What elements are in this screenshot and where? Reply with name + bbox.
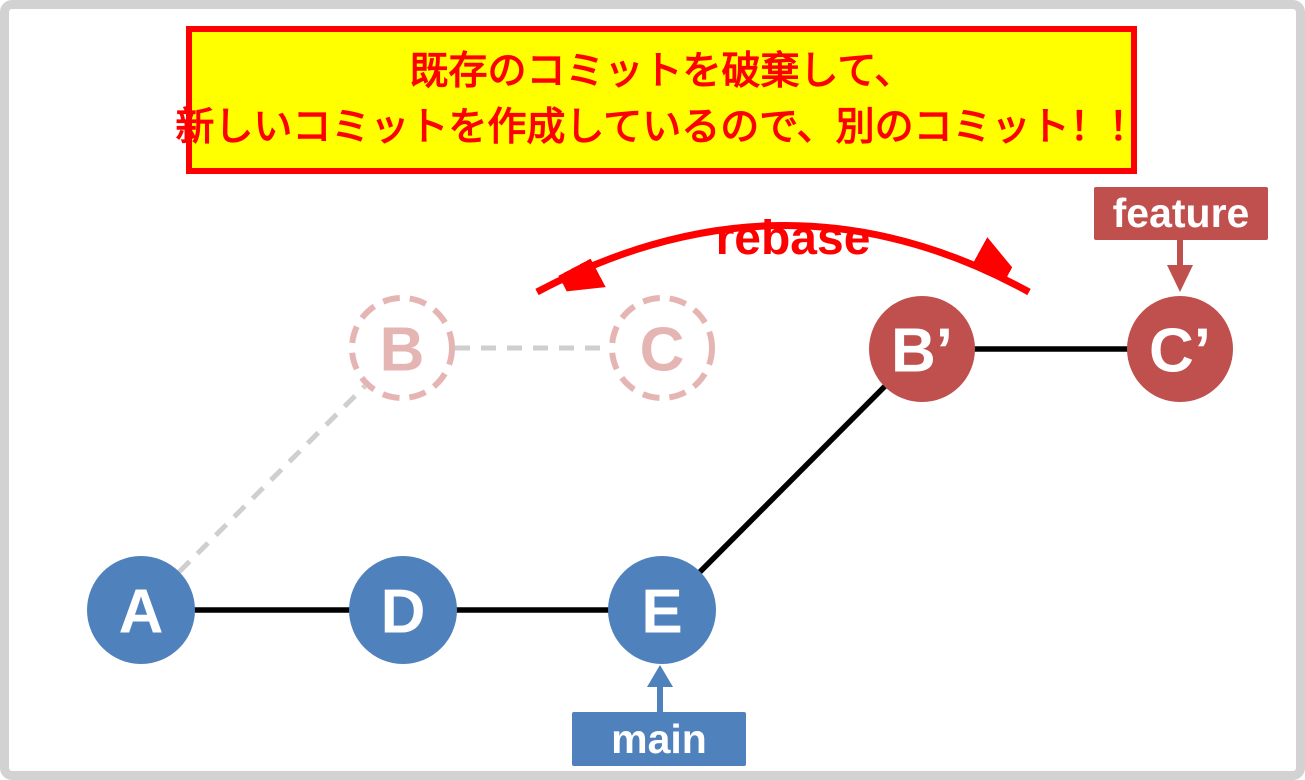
commit-node-new-b bbox=[869, 296, 975, 402]
rebase-label: rebase bbox=[715, 212, 871, 265]
commit-node-a bbox=[87, 556, 195, 664]
commit-label-a: A bbox=[119, 577, 164, 646]
commit-node-d bbox=[349, 556, 457, 664]
callout-banner: 既存のコミットを破棄して、 新しいコミットを作成しているので、別のコミット！！ bbox=[175, 26, 1148, 174]
commit-label-new-b: B’ bbox=[891, 316, 953, 385]
feature-arrow-head bbox=[1167, 265, 1193, 292]
commit-graph: B C A D E B’ C’ bbox=[87, 222, 1233, 712]
commit-node-e bbox=[608, 556, 716, 664]
commit-label-d: D bbox=[381, 577, 426, 646]
commit-label-new-c: C’ bbox=[1149, 316, 1211, 385]
commit-node-old-b bbox=[349, 295, 455, 401]
main-branch-tag: main bbox=[572, 712, 746, 766]
edge-a-to-old-b bbox=[177, 384, 367, 574]
commit-label-e: E bbox=[641, 577, 682, 646]
rebase-arrow bbox=[535, 222, 1031, 293]
edge-e-to-new-b bbox=[660, 347, 924, 612]
commit-label-old-b: B bbox=[380, 315, 425, 384]
banner-line-1: 既存のコミットを破棄して、 bbox=[409, 50, 914, 93]
main-arrow-head bbox=[647, 665, 673, 687]
feature-branch-tag: feature bbox=[1094, 187, 1268, 240]
commit-node-old-c bbox=[609, 295, 715, 401]
commit-node-new-c bbox=[1127, 296, 1233, 402]
banner-line-2: 新しいコミットを作成しているので、別のコミット！！ bbox=[175, 106, 1148, 149]
commit-label-old-c: C bbox=[640, 315, 685, 384]
